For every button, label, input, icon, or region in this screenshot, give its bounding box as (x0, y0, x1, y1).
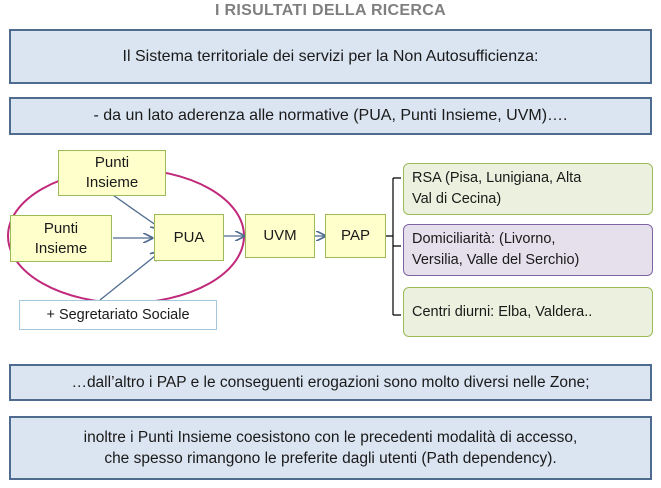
band-aderenza-text: - da un lato aderenza alle normative (PU… (93, 107, 568, 124)
node-pua-label: PUA (173, 228, 205, 246)
band-aderenza: - da un lato aderenza alle normative (PU… (9, 97, 652, 135)
band-sistema-text: Il Sistema territoriale dei servizi per … (122, 47, 539, 65)
node-punti-insieme-left-line2: Insieme (34, 239, 88, 257)
node-punti-insieme-top: Punti Insieme (58, 150, 166, 196)
outcome-rsa-line1: RSA (Pisa, Lunigiana, Alta (412, 170, 582, 186)
outcome-centri-diurni: Centri diurni: Elba, Valdera.. (403, 287, 653, 337)
node-punti-insieme-left: Punti Insieme (10, 215, 112, 262)
outcome-centri-diurni-label: Centri diurni: Elba, Valdera.. (412, 303, 593, 320)
band-inoltre-line1: inoltre i Punti Insieme coesistono con l… (83, 429, 578, 446)
band-sistema: Il Sistema territoriale dei servizi per … (9, 29, 652, 84)
outcome-domiciliarita: Domiciliarità: (Livorno, Versilia, Valle… (403, 224, 653, 276)
outcome-rsa-line2: Val di Cecina) (412, 191, 502, 207)
node-pua: PUA (154, 214, 224, 261)
node-pap-label: PAP (341, 227, 370, 244)
node-uvm-label: UVM (263, 227, 297, 244)
page-title: I RISULTATI DELLA RICERCA (215, 2, 446, 19)
arrow-punti-top-to-pua (109, 192, 160, 228)
outcome-rsa: RSA (Pisa, Lunigiana, Alta Val di Cecina… (403, 163, 653, 215)
node-segretariato-label: + Segretariato Sociale (46, 307, 190, 323)
arrow-segretariato-to-pua (99, 252, 160, 301)
node-punti-insieme-top-line1: Punti (94, 154, 130, 171)
band-inoltre: inoltre i Punti Insieme coesistono con l… (9, 416, 652, 480)
band-inoltre-line2: che spesso rimangono le preferite dagli … (104, 450, 557, 467)
node-uvm: UVM (245, 214, 315, 258)
band-pap: …dall’altro i PAP e le conseguenti eroga… (9, 364, 652, 401)
node-pap: PAP (325, 214, 386, 258)
outcome-domiciliarita-line2: Versilia, Valle del Serchio) (412, 252, 580, 268)
outcome-bracket (386, 177, 401, 316)
node-punti-insieme-top-line2: Insieme (85, 174, 139, 191)
band-pap-text: …dall’altro i PAP e le conseguenti eroga… (71, 373, 590, 391)
node-segretariato-sociale: + Segretariato Sociale (19, 300, 217, 330)
node-punti-insieme-left-line1: Punti (43, 219, 79, 237)
outcome-domiciliarita-line1: Domiciliarità: (Livorno, (412, 231, 556, 247)
